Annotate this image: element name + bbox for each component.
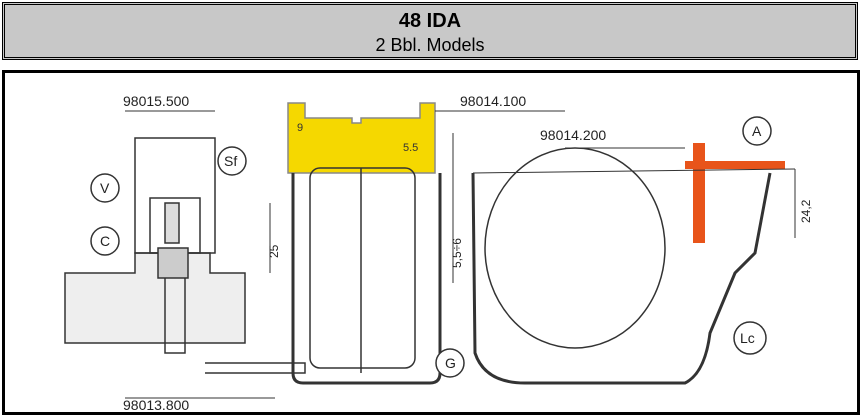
float-level-diagram: 9 5.5 98015.500 98014.100 98014.200 9801…	[2, 70, 860, 415]
adjustment-tool	[685, 143, 785, 243]
page-title: 48 IDA	[398, 10, 462, 32]
callout-v: V	[100, 180, 110, 196]
gauge-label-55: 5.5	[403, 142, 418, 154]
part-number-98013800: 98013.800	[123, 397, 189, 412]
dimension-25: 25	[267, 244, 281, 258]
float-bowl-right	[471, 172, 772, 385]
float-right	[484, 147, 666, 349]
float-bowl-left	[291, 173, 442, 385]
dimension-55-6: 5,5÷6	[450, 238, 464, 268]
float-gauge-tool	[287, 102, 436, 174]
needle-valve-assembly	[64, 137, 306, 374]
callout-c: C	[100, 233, 110, 249]
gauge-label-9: 9	[297, 122, 303, 134]
dimension-242: 24,2	[799, 199, 813, 223]
page-header: 48 IDA 2 Bbl. Models	[2, 2, 858, 60]
callout-lc: Lc	[740, 330, 755, 346]
callout-a: A	[752, 123, 762, 139]
callout-sf: Sf	[224, 153, 237, 169]
part-number-98014200: 98014.200	[540, 127, 606, 143]
diagram-svg: 9 5.5 98015.500 98014.100 98014.200 9801…	[64, 93, 813, 413]
page-subtitle: 2 Bbl. Models	[375, 35, 485, 55]
part-number-98014100: 98014.100	[460, 93, 526, 109]
part-number-98015500: 98015.500	[123, 93, 189, 109]
float-left	[309, 167, 416, 369]
callout-g: G	[445, 355, 456, 371]
